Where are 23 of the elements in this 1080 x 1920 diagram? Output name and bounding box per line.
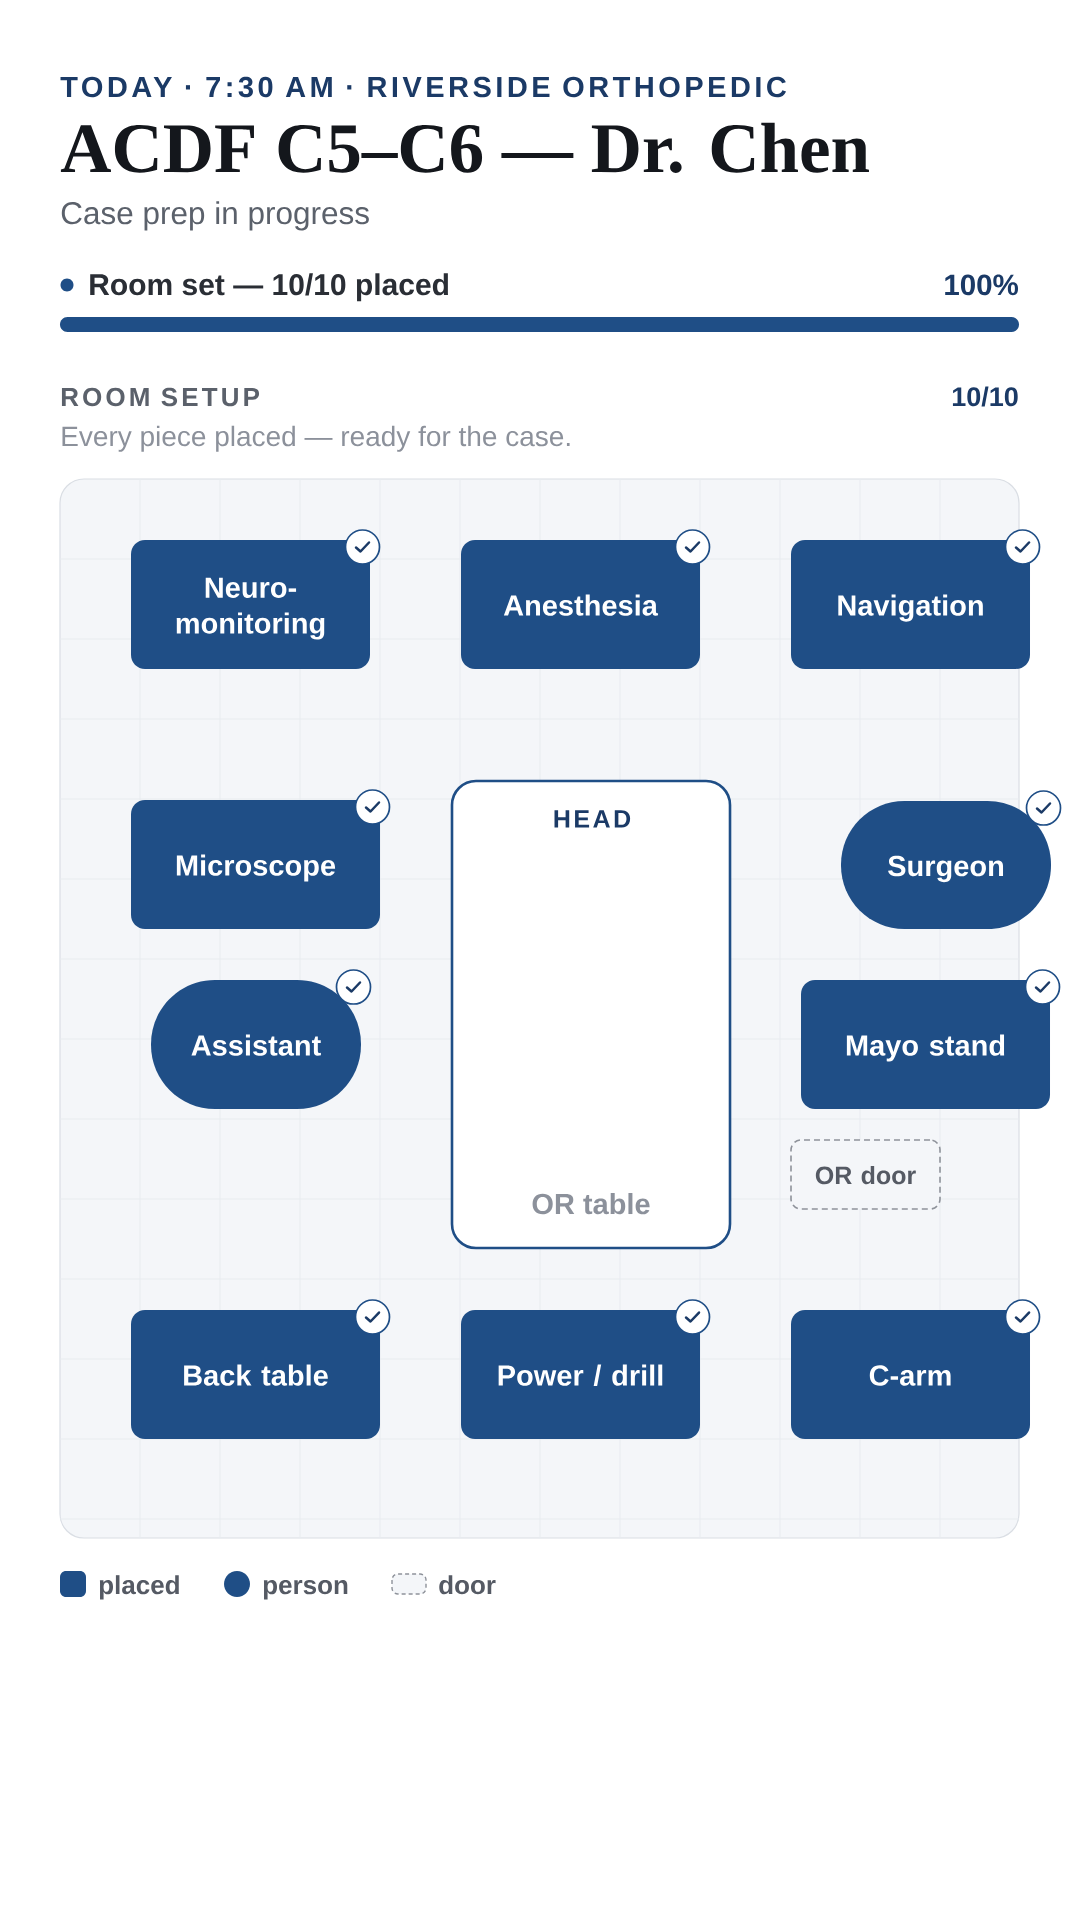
equipment-card: Neuro-monitoring [131, 540, 370, 669]
percent-value: 100% [945, 274, 1018, 296]
legend-label: placed [99, 1575, 179, 1600]
person-pill: Assistant [151, 980, 361, 1109]
progress-label: Room set — 10/10 placed [90, 273, 448, 302]
section-heading: ROOM SETUP [61, 387, 260, 407]
equipment-card: Navigation [791, 540, 1030, 669]
equipment-card: Back table [131, 1310, 380, 1439]
page-title: ACDF C5–C6 — Dr. Chen [60, 122, 869, 173]
section-note: Every piece placed — ready for the case. [62, 425, 570, 452]
person-pill: Surgeon [841, 801, 1051, 929]
legend-label: person [263, 1580, 348, 1600]
equipment-card: C-arm [791, 1310, 1030, 1439]
equipment-card: Mayo stand [801, 980, 1050, 1109]
equipment-card: Microscope [131, 800, 380, 929]
equipment-card: Power / drill [461, 1310, 700, 1439]
door-outline: OR door [790, 1139, 941, 1210]
meta-line: TODAY · 7:30 AM · RIVERSIDE ORTHOPEDIC [60, 76, 787, 98]
legend-label: door [439, 1575, 496, 1595]
count-value: 10/10 [952, 386, 1018, 407]
operating-table: HEAD OR table [450, 779, 732, 1250]
subtitle: Case prep in progress [61, 201, 369, 231]
equipment-card: Anesthesia [461, 540, 700, 669]
